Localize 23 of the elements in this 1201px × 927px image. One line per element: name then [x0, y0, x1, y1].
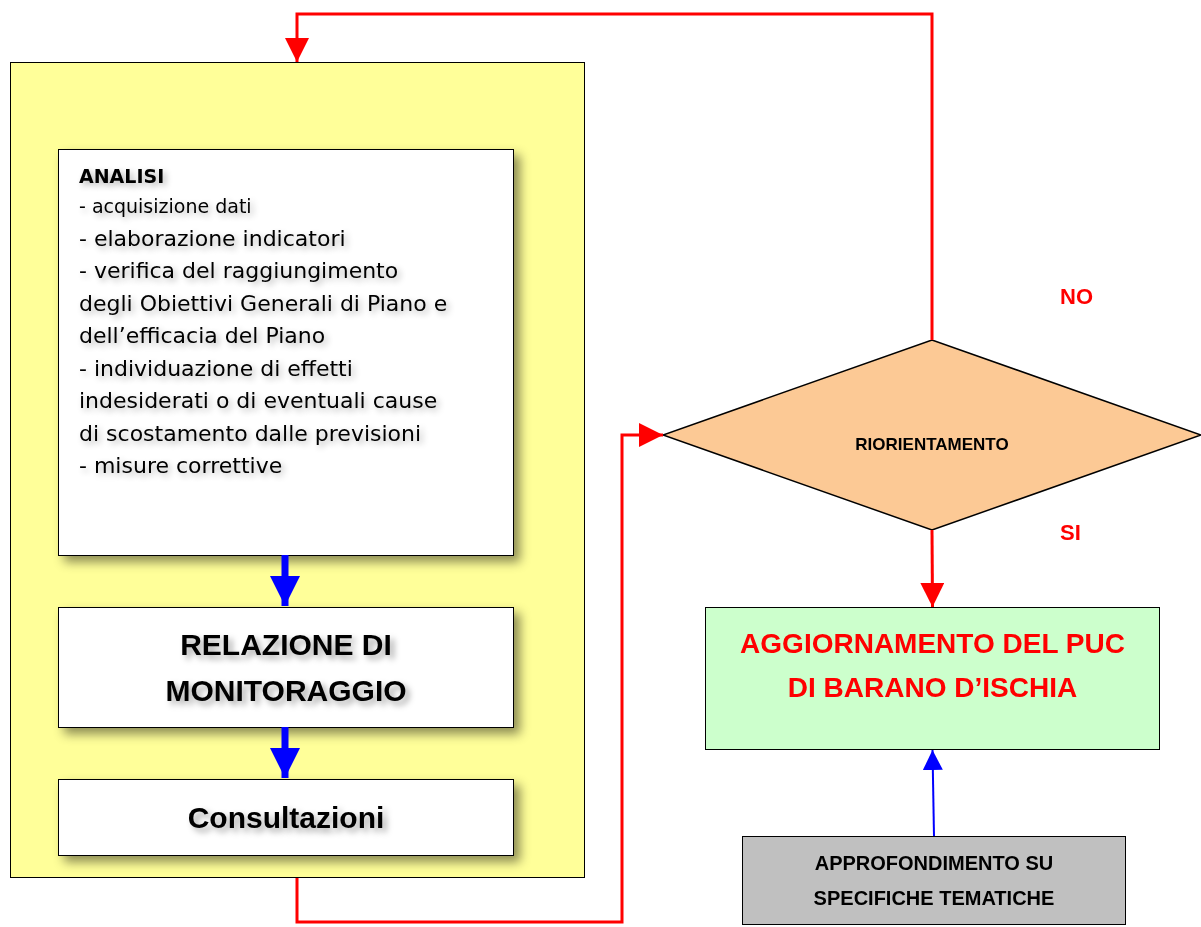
- process-box: [58, 779, 514, 856]
- list-item: - verifica del raggiungimento degli Obiettivi Generali di Piano e dell’efficacia del Piano: [79, 257, 449, 350]
- section-heading: ANALISI: [79, 164, 166, 189]
- box-label: AGGIORNAMENTO DEL PUC DI BARANO D’ISCHIA: [739, 627, 1126, 705]
- arrow: [270, 727, 300, 778]
- arrow: [922, 749, 943, 837]
- box-label: Consultazioni: [187, 799, 385, 836]
- box-label: RELAZIONE DI MONITORAGGIO: [164, 626, 408, 709]
- process-box: [58, 607, 514, 728]
- list-item: - individuazione di effetti indesiderati o di eventuali cause di scostamento dalle previsioni: [79, 354, 439, 448]
- list-item: - acquisizione dati: [79, 194, 253, 219]
- list-item: - misure correttive: [79, 452, 284, 480]
- panel: [10, 62, 585, 878]
- arrow: [285, 12, 934, 340]
- process-box: [742, 836, 1126, 925]
- process-box: [58, 149, 514, 556]
- arrow: [270, 555, 300, 606]
- decision-label: RIORIENTAMENTO: [855, 435, 1009, 455]
- arrow: [920, 530, 945, 607]
- box-label: APPROFONDIMENTO SU SPECIFICHE TEMATICHE: [812, 850, 1056, 911]
- process-box: [705, 607, 1160, 750]
- list-item: - elaborazione indicatori: [79, 224, 347, 253]
- arrow: [295, 423, 663, 924]
